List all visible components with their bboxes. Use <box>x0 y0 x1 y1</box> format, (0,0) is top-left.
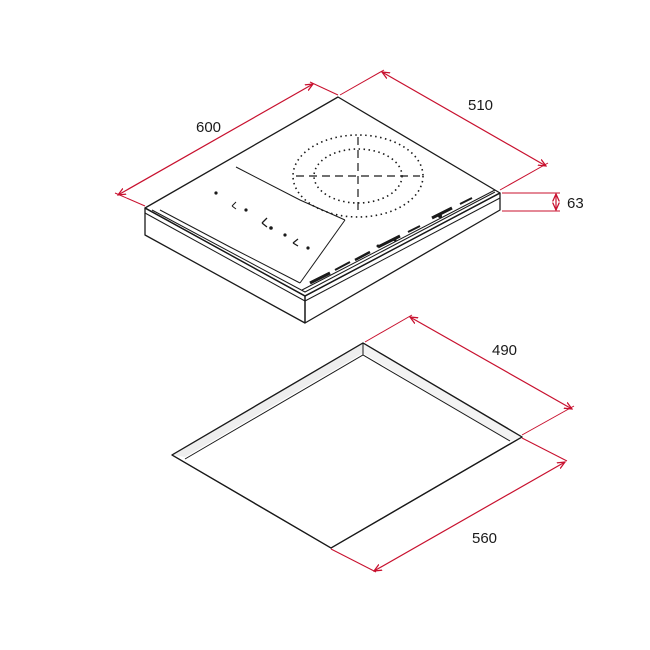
hob-right-side <box>304 192 501 324</box>
flex-zone-outline <box>235 166 346 221</box>
dimension-63: 63 <box>502 192 584 212</box>
height-63-label: 63 <box>567 195 584 212</box>
width-560-label: 560 <box>472 530 497 547</box>
cutout-outline <box>171 342 523 549</box>
hob-edge-line <box>144 212 306 302</box>
cutout-drawing <box>171 342 523 549</box>
dimension-600: 600 <box>114 81 339 207</box>
flex-zone-outline-left <box>159 209 301 284</box>
hob-edge-line <box>304 197 501 302</box>
dimension-510: 510 <box>339 69 549 191</box>
control-panel <box>301 189 496 291</box>
dimension-490: 490 <box>364 314 575 436</box>
dimension-560: 560 <box>330 437 568 573</box>
flex-zone-markers <box>214 191 310 250</box>
depth-490-label: 490 <box>492 342 517 359</box>
hob-front-side <box>144 207 306 324</box>
cutout-outline-top <box>171 342 523 549</box>
width-600-label: 600 <box>196 119 221 136</box>
flex-zone-divider <box>299 219 346 284</box>
hob-bezel-line <box>151 191 496 293</box>
depth-510-label: 510 <box>468 97 493 114</box>
round-cooking-zone <box>292 134 424 218</box>
